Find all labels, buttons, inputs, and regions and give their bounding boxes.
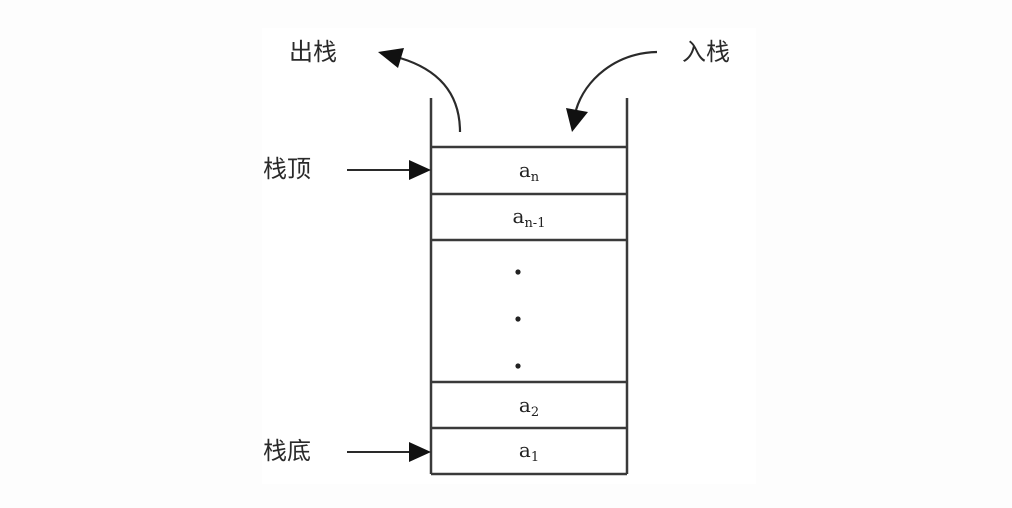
stack-bottom-label: 栈底 [263,437,311,465]
ellipsis-dots [515,269,521,369]
cell-base: a [518,158,531,182]
pop-arrow-icon [378,48,462,133]
stack-outline [429,98,629,476]
cell-subscript: n [530,170,540,185]
stack-top-label: 栈顶 [263,155,311,183]
cell-an: an [430,158,628,185]
cell-subscript: 1 [530,450,540,465]
cell-subscript: n-1 [524,216,546,231]
top-pointer-arrow-icon [347,160,431,180]
diagram-canvas [262,28,756,484]
cell-subscript: 2 [530,405,540,420]
cell-base: a [512,204,525,228]
bottom-pointer-arrow-icon [347,442,431,462]
pop-label: 出栈 [289,38,337,66]
push-arrow-icon [566,50,658,132]
cell-an-1: an-1 [430,204,628,231]
cell-a2: a2 [430,393,628,420]
push-label: 入栈 [682,38,730,66]
cell-a1: a1 [430,438,628,465]
cell-base: a [518,393,531,417]
cell-base: a [518,438,531,462]
